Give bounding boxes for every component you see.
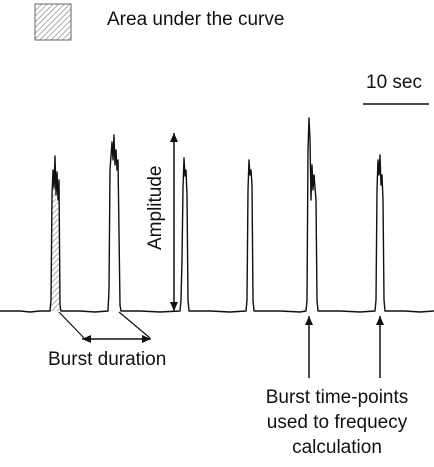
scale-bar-label: 10 sec (366, 72, 422, 93)
time-points-line-3: calculation (292, 437, 382, 458)
area-under-curve-fill (51, 175, 60, 311)
time-points-label: Burst time-points used to frequecy calcu… (240, 385, 434, 460)
hatched-square-icon (34, 3, 72, 41)
time-points-line-2: used to frequecy (266, 412, 408, 433)
burst-duration-label: Burst duration (48, 349, 167, 370)
legend-label: Area under the curve (107, 9, 285, 30)
time-points-line-1: Burst time-points (265, 387, 409, 408)
signal-trace (0, 117, 434, 313)
duration-guide-right (118, 311, 151, 339)
amplitude-label: Amplitude (145, 165, 166, 251)
duration-guide-left (58, 311, 85, 339)
